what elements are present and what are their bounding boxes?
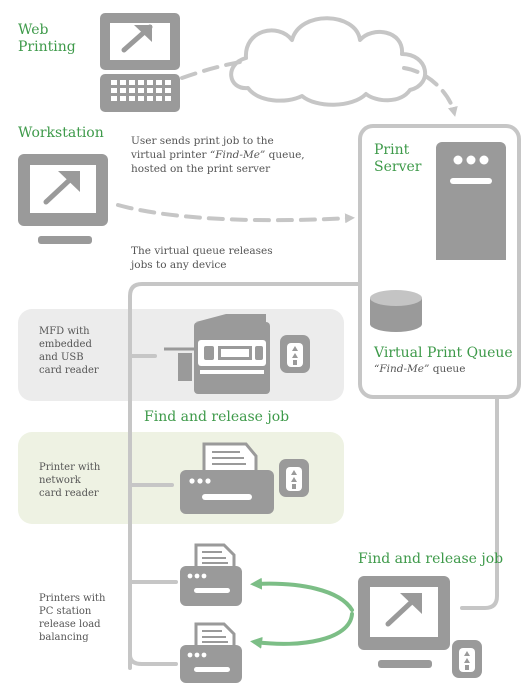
find-release-job-label-2: Find and release job [358,551,504,567]
server-icon [436,142,506,260]
database-icon [370,290,422,332]
card-reader-icon-mfd [280,335,310,373]
keyboard-icon [100,74,180,112]
print-server-label: Print Server [374,142,422,175]
virtual-queue-releases-description: The virtual queue releases jobs to any d… [131,245,273,271]
computer-icon-pc-station [358,576,450,668]
release-lines [128,282,499,670]
card-reader-icon-network [279,459,309,497]
queue-trunk-line [128,282,362,670]
printer-network-label: Printer with network card reader [39,462,101,499]
web-printing-label: Web Printing [18,22,76,55]
release-arrow-b [250,612,354,649]
virtual-print-queue-label: Virtual Print Queue [374,345,513,361]
workstation-label: Workstation [18,125,104,141]
release-arrow-a [250,577,354,612]
printer-icon-balanced-a [180,543,242,606]
green-release-arrows [250,577,354,649]
cloud-to-server-connector [402,66,458,117]
card-reader-icon-pc [452,640,482,678]
web-to-cloud-connector [180,60,242,80]
printer-icon-balanced-b [180,622,242,683]
find-release-job-label-1: Find and release job [144,409,290,425]
queue-to-pc-line [460,395,499,610]
printer-b-branch-line [128,653,178,666]
printers-pc-station-label: Printers with PC station release load ba… [39,593,106,643]
find-me-queue-label: “Find-Me” queue [374,363,466,375]
mfd-label: MFD with embedded and USB card reader [39,326,99,376]
cloud-icon [229,16,428,107]
mfd-icon [164,314,270,394]
computer-icon-workstation [18,154,108,244]
user-sends-description: User sends print job to the virtual prin… [131,135,305,175]
computer-icon-web [100,13,180,112]
workstation-to-server-connector [116,203,355,224]
printer-icon-network [180,442,274,514]
